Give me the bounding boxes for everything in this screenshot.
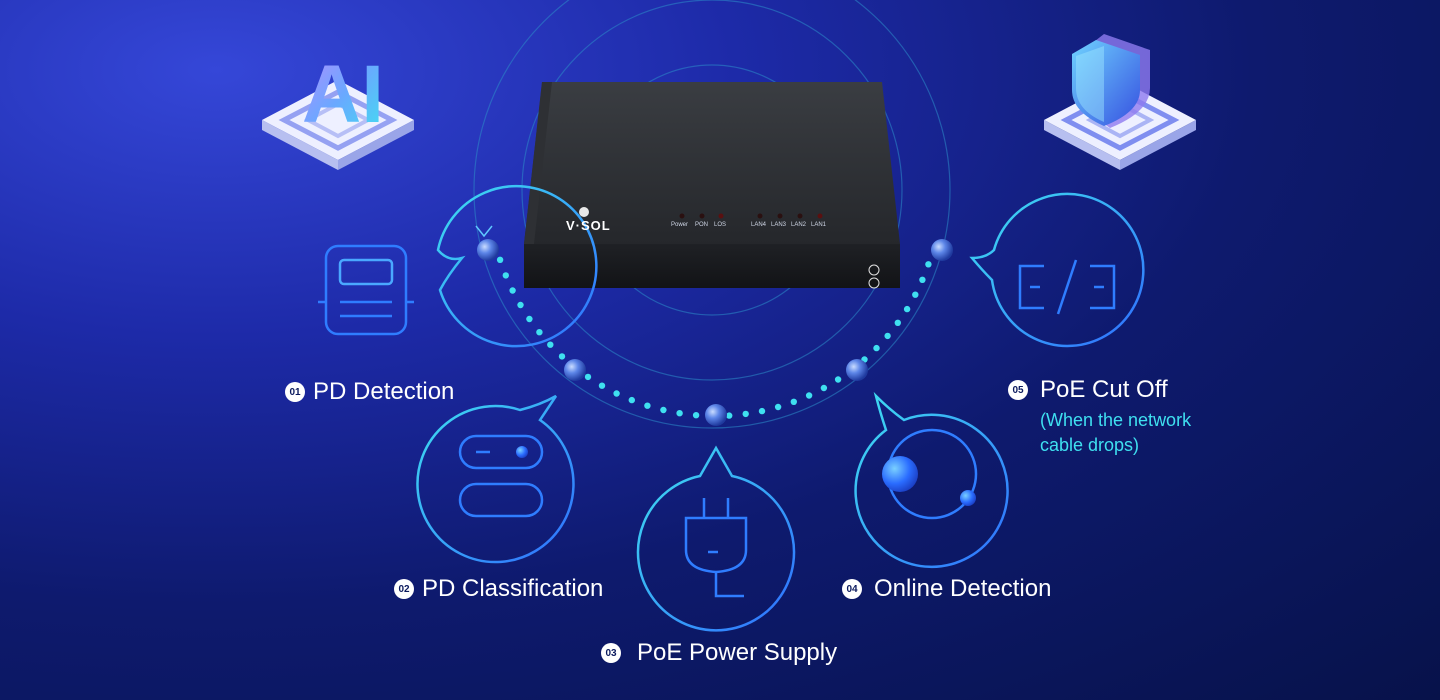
led-label-lan2: LAN2 [791, 222, 807, 228]
poe-cut-off-note-line2: cable drops) [1040, 435, 1140, 455]
arc-dot [884, 332, 891, 340]
document-panel-icon [318, 244, 414, 336]
arc-nodes [477, 239, 953, 426]
port-icons [868, 264, 880, 289]
step-number-badge: 04 [842, 579, 862, 599]
step-title: Online Detection [874, 575, 1052, 602]
arc-dot [628, 396, 635, 404]
arc-dot [613, 390, 620, 397]
step-title: PD Detection [313, 378, 455, 405]
step-label-poe-power-supply: 03 PoE Power Supply [601, 639, 837, 667]
lan-led-row [757, 213, 823, 219]
arc-dot [536, 329, 543, 336]
step-number-badge: 01 [285, 382, 305, 402]
led-label-lan4: LAN4 [751, 222, 767, 228]
step-label-poe-cut-off: 05 PoE Cut Off [1008, 376, 1168, 404]
poe-cut-off-bubble [969, 192, 1145, 348]
svg-text:AI: AI [302, 49, 384, 140]
step-title: PoE Cut Off [1040, 376, 1168, 403]
arc-dot [790, 398, 797, 405]
arc-dot [584, 373, 592, 381]
poe-switch-device [524, 82, 900, 289]
arc-dot [873, 344, 880, 352]
step-title: PoE Power Supply [637, 639, 838, 666]
orbit-icon [882, 428, 978, 520]
arc-dot [903, 305, 911, 313]
shield-icon [1044, 34, 1196, 170]
arc-node [931, 239, 953, 261]
pd-detection-bubble [318, 184, 598, 348]
led-label-los: LOS [714, 222, 727, 228]
led-label-power: Power [671, 222, 689, 228]
arc-dot [509, 287, 516, 294]
arc-dot [692, 412, 700, 419]
arc-dot [820, 384, 828, 392]
arc-dot [925, 261, 932, 268]
poe-cut-off-note-line1: (When the network [1040, 410, 1192, 430]
arc-dot [517, 301, 524, 309]
arc-dot [644, 402, 651, 409]
arc-node [705, 404, 727, 426]
online-detection-bubble [854, 391, 1009, 569]
pd-classification-bubble [416, 394, 575, 564]
arc-node [564, 359, 586, 381]
step-number-badge: 03 [601, 643, 621, 663]
step-title: PD Classification [422, 575, 604, 602]
led-label-pon: PON [695, 222, 709, 228]
arc-dot [502, 272, 509, 279]
arc-dot [598, 382, 606, 389]
arc-dot [774, 403, 782, 411]
arc-dot [676, 410, 683, 417]
arc-node [846, 359, 868, 381]
led-label-lan1: LAN1 [811, 222, 827, 228]
arc-dot [496, 256, 504, 263]
arc-dot [894, 319, 901, 326]
step-label-pd-classification: 02 PD Classification [394, 575, 603, 603]
step-label-pd-detection: 01 PD Detection [285, 378, 454, 406]
step-label-online-detection: 04 Online Detection [842, 575, 1051, 603]
arc-dot [919, 276, 926, 283]
arc-dot [912, 291, 919, 298]
step-number-badge: 02 [394, 579, 414, 599]
arc-node [477, 239, 499, 261]
arc-dot [547, 341, 554, 348]
ai-chip-icon: AI [262, 49, 414, 170]
arc-dot [660, 406, 667, 414]
arc-dot [526, 315, 533, 323]
poe-power-supply-bubble [636, 445, 796, 632]
led-label-lan3: LAN3 [771, 222, 787, 228]
dotted-arc [496, 256, 932, 420]
cut-connection-icon [1018, 259, 1116, 315]
classification-icon [458, 434, 544, 518]
device-brand-label: V·SOL [566, 218, 611, 233]
power-plug-icon [684, 498, 748, 598]
arc-dot [742, 410, 749, 418]
power-led-row [679, 213, 724, 219]
ring-arrow-icon [475, 225, 493, 238]
brand-logo-icon [579, 207, 589, 217]
arc-dot [834, 376, 842, 383]
arc-dot [726, 412, 733, 419]
arc-dot [558, 353, 566, 360]
arc-dot [805, 392, 813, 399]
arc-dot [758, 407, 766, 415]
step-number-badge: 05 [1008, 380, 1028, 400]
